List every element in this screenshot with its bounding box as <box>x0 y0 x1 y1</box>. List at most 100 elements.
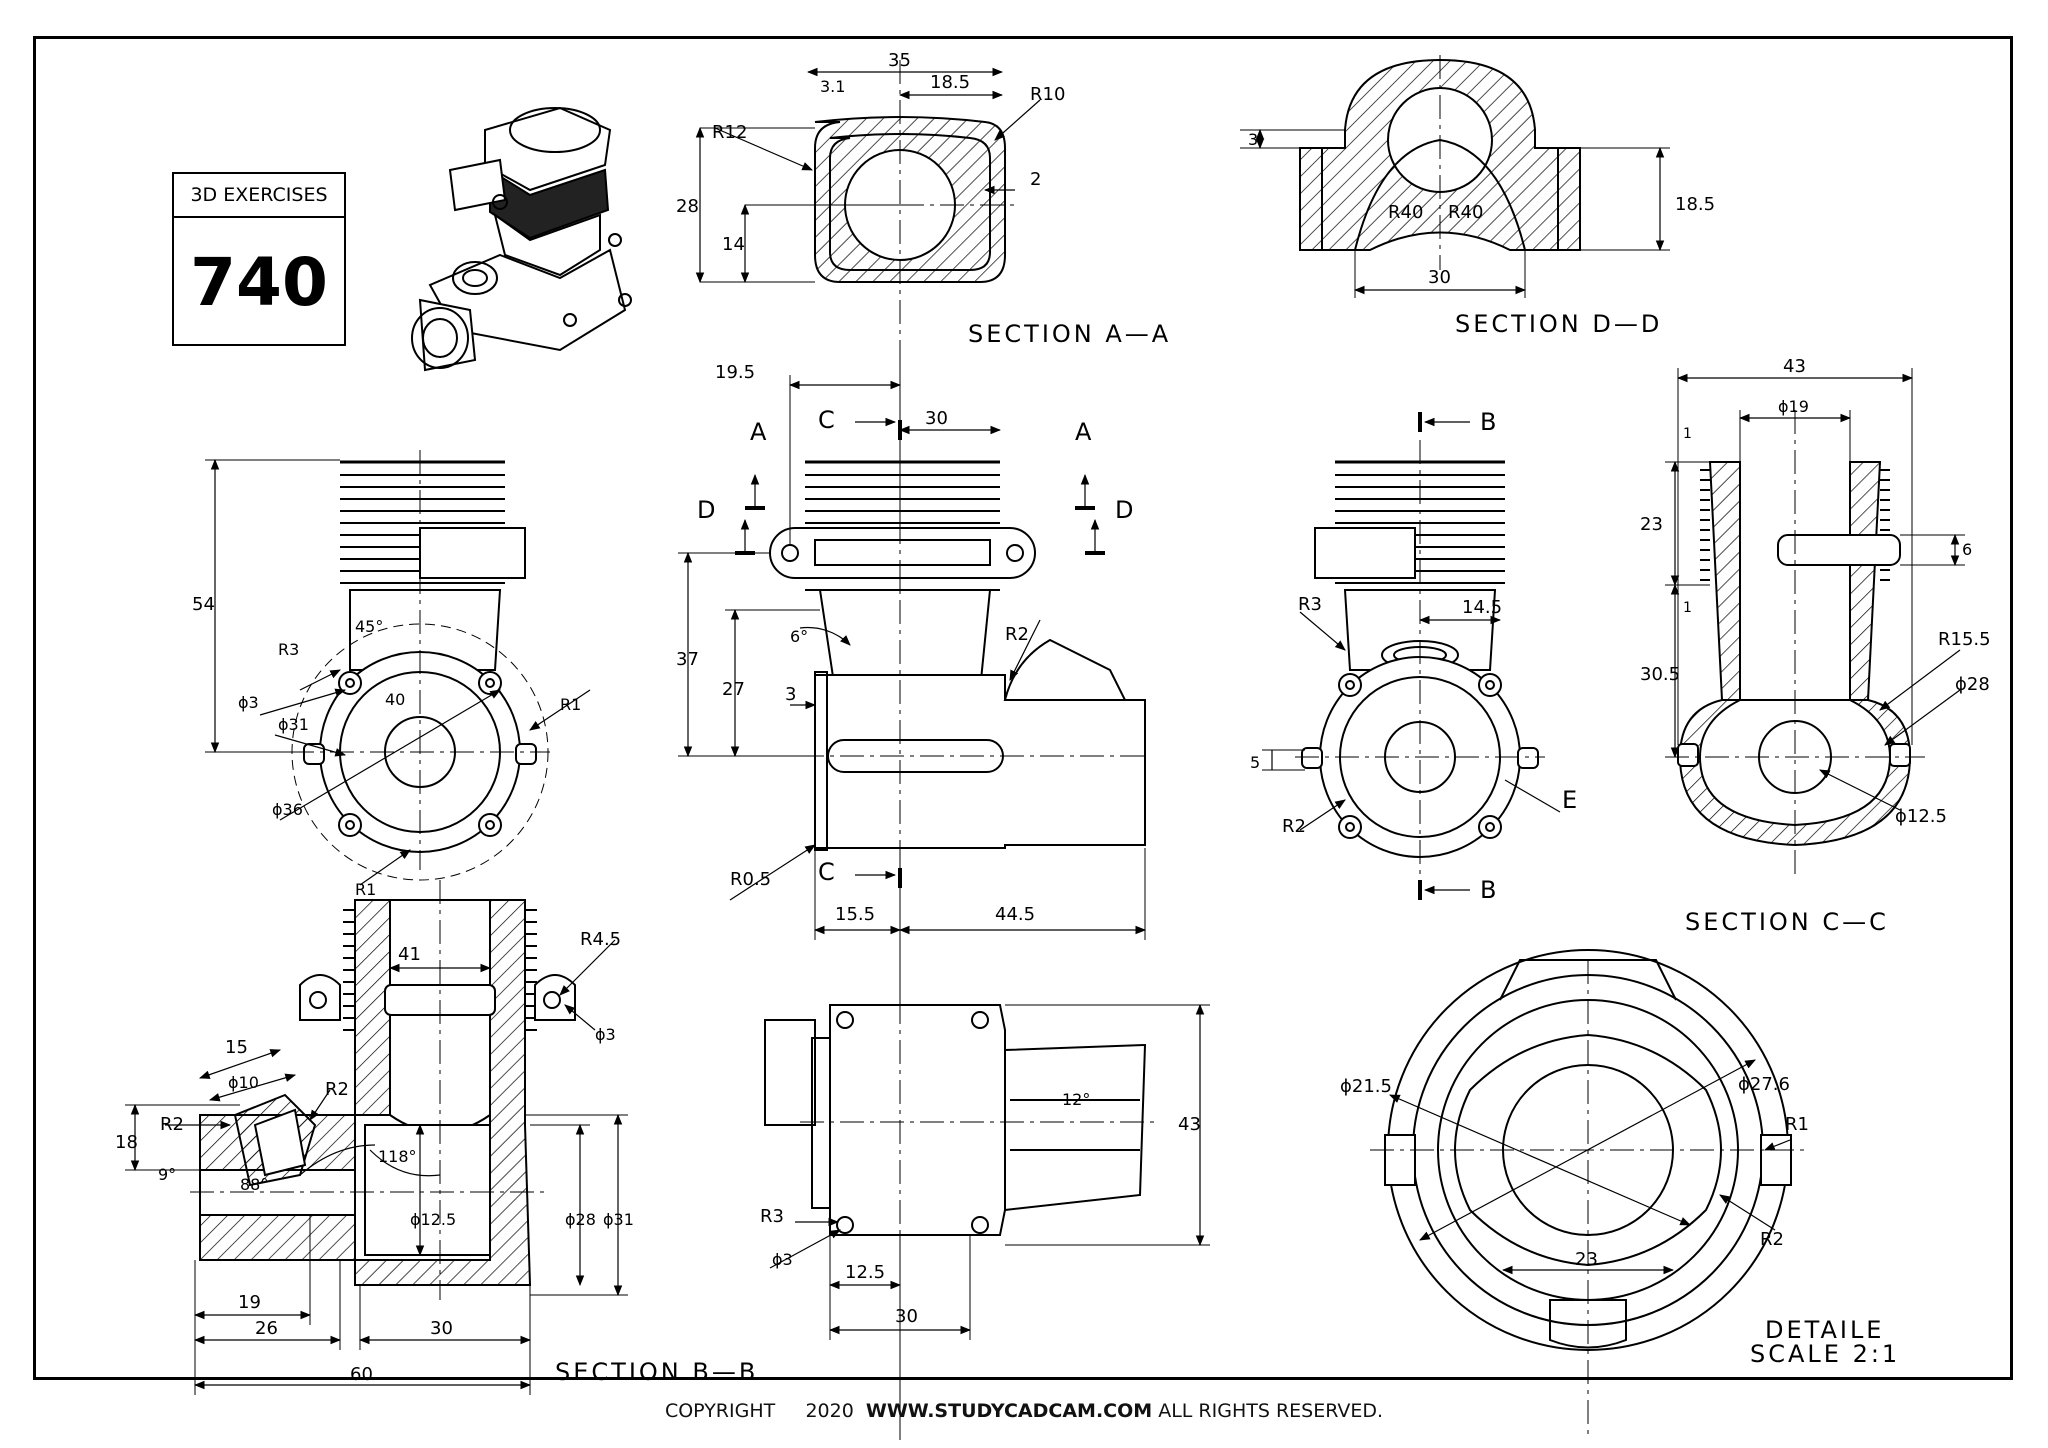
dim-bb-88deg: 88° <box>240 1175 268 1194</box>
dim-cc-1a: 1 <box>1683 426 1692 442</box>
dim-rv-5: 5 <box>1250 753 1260 772</box>
dim-aa-185: 18.5 <box>930 72 970 93</box>
dim-aa-14: 14 <box>722 234 745 255</box>
badge-label: 3D EXERCISES <box>174 174 344 218</box>
dim-bb-phi28: ϕ28 <box>565 1210 596 1229</box>
section-aa-title: SECTION A—A <box>968 320 1171 348</box>
dim-cc-phi28: ϕ28 <box>1955 674 1990 695</box>
dim-fv-30: 30 <box>925 408 948 429</box>
dim-bb-phi31: ϕ31 <box>603 1210 634 1229</box>
dim-dd-r40a: R40 <box>1388 202 1423 223</box>
dim-aa-28: 28 <box>676 196 699 217</box>
dim-bb-phi10: ϕ10 <box>228 1073 259 1092</box>
marker-b-top: B <box>1480 408 1496 436</box>
dim-dd-185: 18.5 <box>1675 194 1715 215</box>
dim-fv-155: 15.5 <box>835 904 875 925</box>
badge-number: 740 <box>190 243 328 321</box>
dim-dt-r1: R1 <box>1785 1114 1809 1135</box>
dim-cc-phi125: ϕ12.5 <box>1895 806 1947 827</box>
dim-tv-phi3: ϕ3 <box>772 1250 793 1269</box>
dim-fv-195: 19.5 <box>715 362 755 383</box>
section-bb-title: SECTION B—B <box>555 1358 758 1386</box>
dim-aa-35: 35 <box>888 50 911 71</box>
dim-bb-60: 60 <box>350 1364 373 1385</box>
dim-cc-phi19: ϕ19 <box>1778 397 1809 416</box>
dim-fv-6deg: 6° <box>790 627 808 646</box>
detail-view <box>1370 949 1810 1440</box>
marker-b-bottom: B <box>1480 876 1496 904</box>
copyright-line: COPYRIGHT 2020 WWW.STUDYCADCAM.COM ALL R… <box>0 1400 2048 1422</box>
dim-tv-12deg: 12° <box>1062 1090 1090 1109</box>
dim-aa-31: 3.1 <box>820 77 845 96</box>
dim-tv-r3: R3 <box>760 1206 784 1227</box>
marker-e: E <box>1562 786 1577 814</box>
dim-lv-45deg: 45° <box>355 617 383 636</box>
section-dd-view <box>1240 55 1670 298</box>
dim-fv-37: 37 <box>676 649 699 670</box>
dim-dt-phi215: ϕ21.5 <box>1340 1076 1392 1097</box>
dim-lv-r1a: R1 <box>560 695 581 714</box>
dim-lv-40: 40 <box>385 690 405 709</box>
exercise-badge: 3D EXERCISES 740 <box>172 172 346 346</box>
copyright-prefix: COPYRIGHT <box>664 1400 776 1422</box>
dim-dd-30: 30 <box>1428 267 1451 288</box>
dim-bb-18: 18 <box>115 1132 138 1153</box>
marker-a-left: A <box>750 418 767 446</box>
drawing-frame <box>33 36 2013 1380</box>
dim-dt-phi276: ϕ27.6 <box>1738 1074 1790 1095</box>
dim-aa-r10: R10 <box>1030 84 1065 105</box>
dim-bb-phi3: ϕ3 <box>595 1025 616 1044</box>
dim-fv-r05: R0.5 <box>730 869 771 890</box>
dim-lv-54: 54 <box>192 594 215 615</box>
dim-cc-6: 6 <box>1962 540 1972 559</box>
copyright-suffix: ALL RIGHTS RESERVED. <box>1158 1400 1384 1422</box>
dim-cc-1b: 1 <box>1683 600 1692 616</box>
dim-cc-r155: R15.5 <box>1938 629 1991 650</box>
dim-fv-27: 27 <box>722 679 745 700</box>
dim-bb-9deg: 9° <box>158 1165 176 1184</box>
dim-dt-23: 23 <box>1575 1249 1598 1270</box>
dim-dd-3: 3 <box>1248 130 1258 149</box>
dim-cc-23: 23 <box>1640 514 1663 535</box>
dim-bb-19: 19 <box>238 1292 261 1313</box>
left-view <box>205 450 591 886</box>
section-bb-view <box>125 880 628 1395</box>
dim-aa-2: 2 <box>1030 169 1041 190</box>
dim-bb-26: 26 <box>255 1318 278 1339</box>
dim-bb-r2b: R2 <box>160 1114 184 1135</box>
marker-d-left: D <box>697 496 715 524</box>
dim-fv-3: 3 <box>785 684 796 705</box>
top-view <box>764 1000 1210 1340</box>
dim-dt-r2: R2 <box>1760 1229 1784 1250</box>
isometric-engine-view <box>411 106 632 372</box>
dim-lv-phi31: ϕ31 <box>278 715 309 734</box>
detail-scale: SCALE 2:1 <box>1750 1340 1900 1368</box>
detail-title: DETAILE <box>1765 1316 1884 1344</box>
dim-lv-r1b: R1 <box>355 880 376 899</box>
dim-bb-r45: R4.5 <box>580 929 621 950</box>
section-cc-title: SECTION C—C <box>1685 908 1889 936</box>
dim-bb-r2a: R2 <box>325 1079 349 1100</box>
marker-c-top: C <box>818 406 835 434</box>
front-view <box>678 360 1147 1440</box>
section-cc-view <box>1665 368 1965 880</box>
marker-a-right: A <box>1075 418 1092 446</box>
dim-bb-15: 15 <box>225 1037 248 1058</box>
dim-bb-41: 41 <box>398 944 421 965</box>
dim-bb-phi125: ϕ12.5 <box>410 1210 456 1229</box>
dim-cc-43: 43 <box>1783 356 1806 377</box>
dim-rv-r2: R2 <box>1282 816 1306 837</box>
dim-tv-43: 43 <box>1178 1114 1201 1135</box>
dim-lv-phi36: ϕ36 <box>272 800 303 819</box>
copyright-site-link[interactable]: WWW.STUDYCADCAM.COM <box>865 1400 1153 1422</box>
dim-bb-118deg: 118° <box>378 1147 417 1166</box>
dim-aa-r12: R12 <box>712 122 747 143</box>
right-view <box>1262 412 1561 900</box>
dim-lv-phi3: ϕ3 <box>238 693 259 712</box>
dim-lv-r3: R3 <box>278 640 299 659</box>
dim-tv-30: 30 <box>895 1306 918 1327</box>
dim-cc-305: 30.5 <box>1640 664 1680 685</box>
dim-fv-445: 44.5 <box>995 904 1035 925</box>
